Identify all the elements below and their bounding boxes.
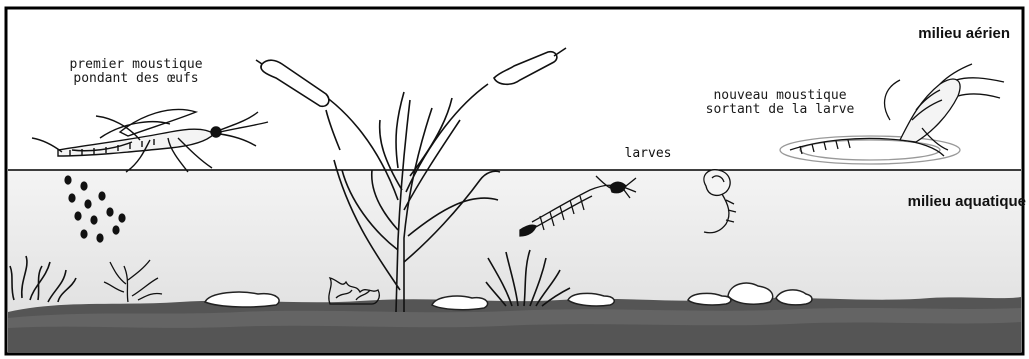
label-air-zone: milieu aérien [918,25,1010,42]
label-larvae: larves [625,146,672,161]
label-first-mosquito: premier moustique pondant des œufs [36,58,236,86]
label-water-zone: milieu aquatique [908,193,1026,210]
label-new-mosquito: nouveau moustique sortant de la larve [680,89,880,117]
